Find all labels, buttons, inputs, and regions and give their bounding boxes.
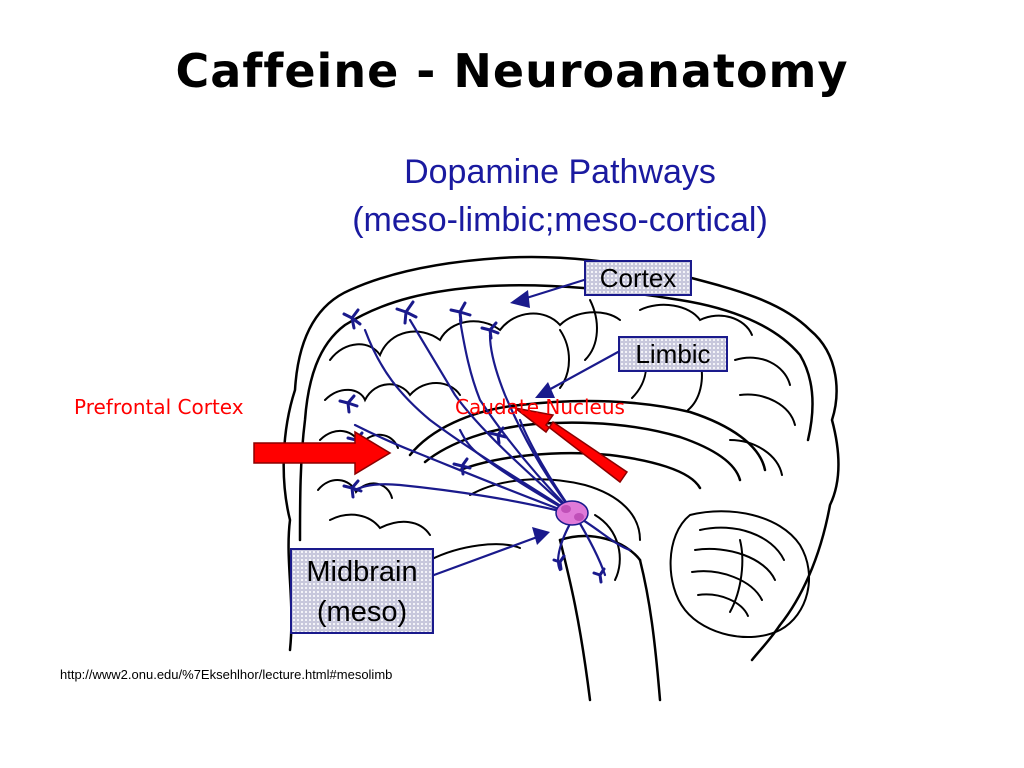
caudate-arrow [514, 407, 629, 484]
midbrain-label-line-2: (meso) [316, 596, 408, 628]
pathway-arrowheads [510, 290, 555, 545]
midbrain-label-line-1: Midbrain [306, 556, 418, 588]
prefrontal-arrow [253, 430, 392, 476]
midbrain-nucleus [555, 500, 589, 526]
prefrontal-cortex-label: Prefrontal Cortex [74, 395, 244, 419]
figure-title-line-1: Dopamine Pathways [404, 153, 716, 191]
terminal-clusters [338, 300, 606, 584]
figure-title: Dopamine Pathways (meso-limbic;meso-cort… [230, 148, 890, 244]
source-url: http://www2.onu.edu/%7Eksehlhor/lecture.… [60, 667, 393, 682]
figure-title-line-2: (meso-limbic;meso-cortical) [352, 201, 768, 239]
cortex-label-box: Cortex [584, 260, 692, 296]
brainstem [558, 534, 662, 702]
caudate-nucleus-label: Caudate Nucleus [455, 395, 625, 419]
dopamine-pathways [353, 278, 632, 577]
cerebellum [669, 510, 811, 638]
slide-title: Caffeine - Neuroanatomy [175, 44, 849, 98]
corpus-callosum [408, 399, 767, 490]
midbrain-label-box: Midbrain (meso) [290, 548, 434, 634]
limbic-label-box: Limbic [618, 336, 728, 372]
